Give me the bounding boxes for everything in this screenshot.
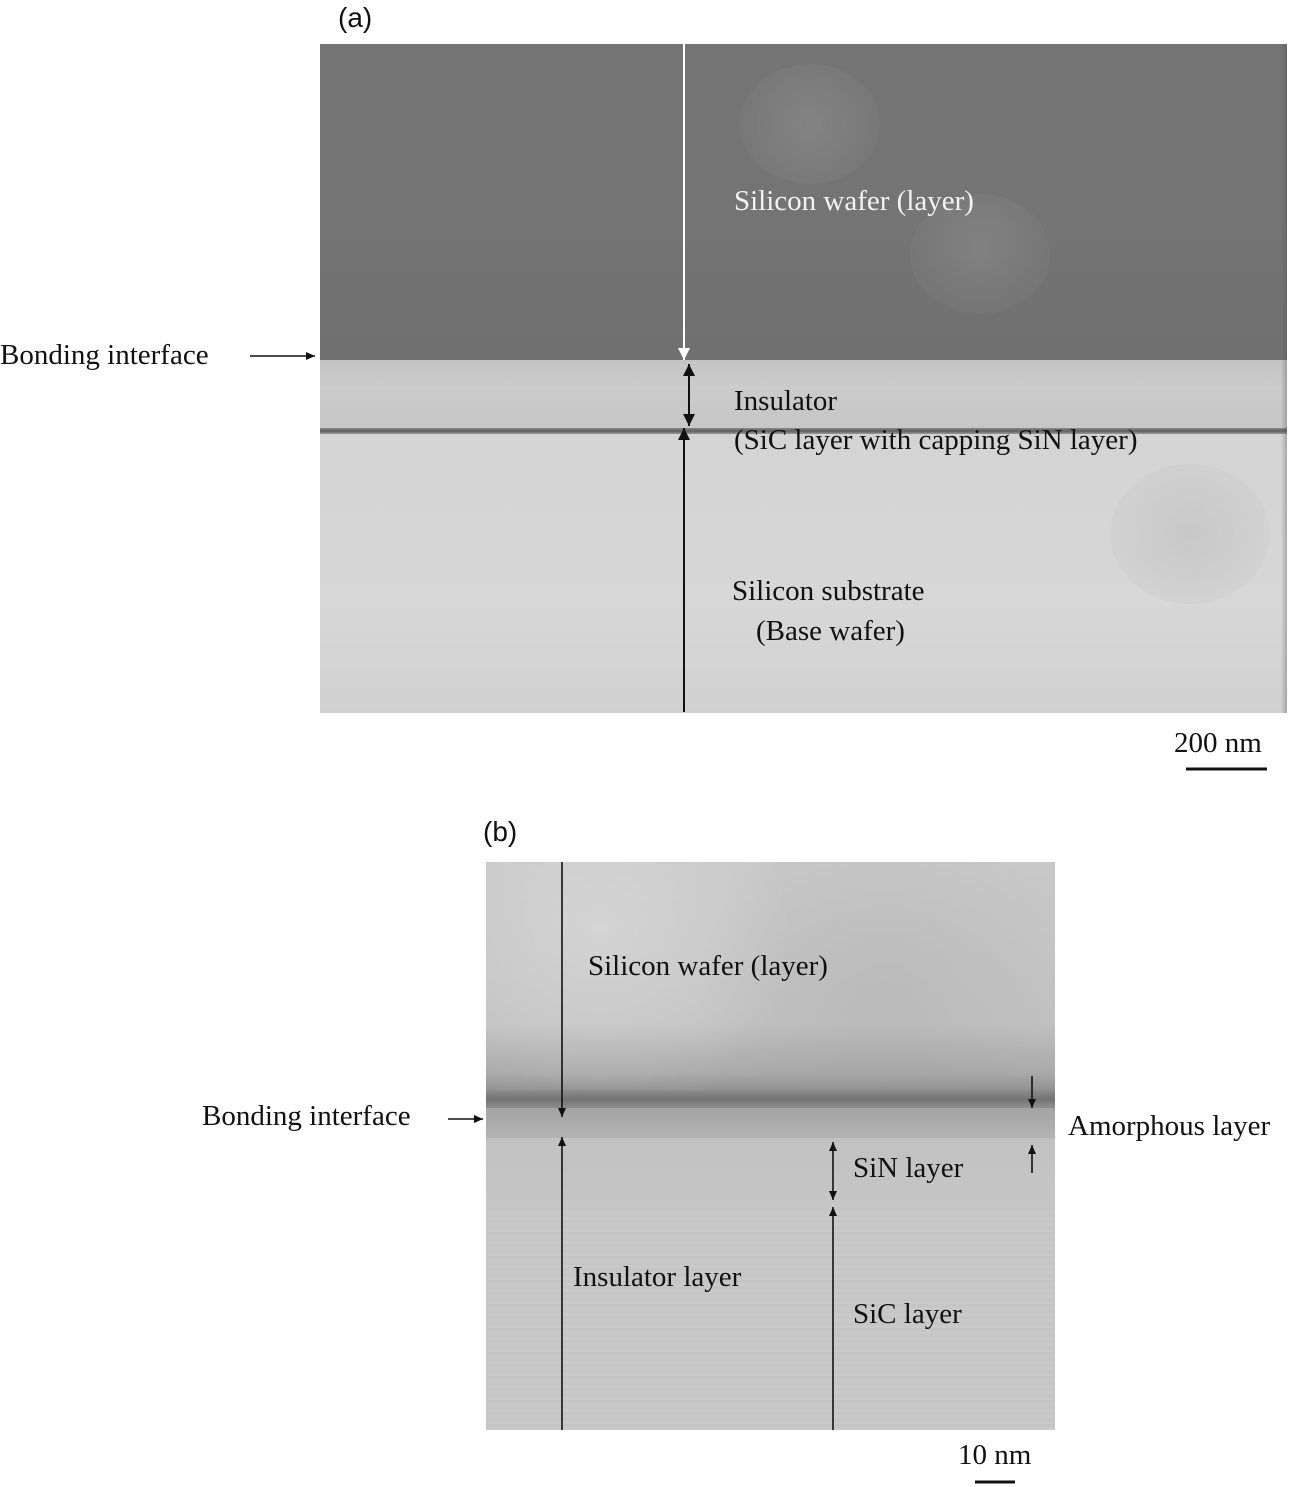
panel-b-sic-layer-label: SiC layer	[853, 1298, 962, 1330]
panel-b-insulator-layer-label: Insulator layer	[573, 1261, 742, 1293]
silicon-wafer-region	[320, 44, 1287, 360]
amorphous-layer-region	[486, 1108, 1055, 1138]
bonding-interface-band	[486, 1090, 1055, 1108]
panel-a-micrograph	[320, 44, 1287, 713]
panel-a-silicon-wafer-label: Silicon wafer (layer)	[734, 185, 974, 217]
panel-a-label: (a)	[338, 2, 373, 33]
panel-a-insulator-label-line1: Insulator	[734, 385, 838, 417]
panel-a-substrate-label-line2: (Base wafer)	[756, 615, 905, 647]
panel-b-micrograph	[486, 862, 1055, 1430]
silicon-wafer-region	[486, 862, 1055, 1092]
panel-b-bonding-interface-label: Bonding interface	[202, 1100, 411, 1132]
sic-layer-region	[486, 1208, 1055, 1430]
insulator-boundary-line	[320, 428, 1287, 434]
insulator-region	[320, 360, 1287, 430]
panel-a-bonding-interface-label: Bonding interface	[0, 339, 209, 371]
panel-a-insulator-label-line2: (SiC layer with capping SiN layer)	[734, 424, 1138, 456]
silicon-substrate-region	[320, 434, 1287, 713]
panel-b-sin-layer-label: SiN layer	[853, 1152, 964, 1184]
panel-a-scale-bar-label: 200 nm	[1174, 727, 1262, 759]
panel-a-substrate-label-line1: Silicon substrate	[732, 575, 925, 607]
panel-b-scale-bar-label: 10 nm	[958, 1439, 1032, 1471]
panel-b-silicon-wafer-label: Silicon wafer (layer)	[588, 950, 828, 982]
sin-layer-region	[486, 1138, 1055, 1208]
panel-b-label: (b)	[483, 816, 518, 847]
panel-b-amorphous-layer-label: Amorphous layer	[1068, 1110, 1271, 1142]
